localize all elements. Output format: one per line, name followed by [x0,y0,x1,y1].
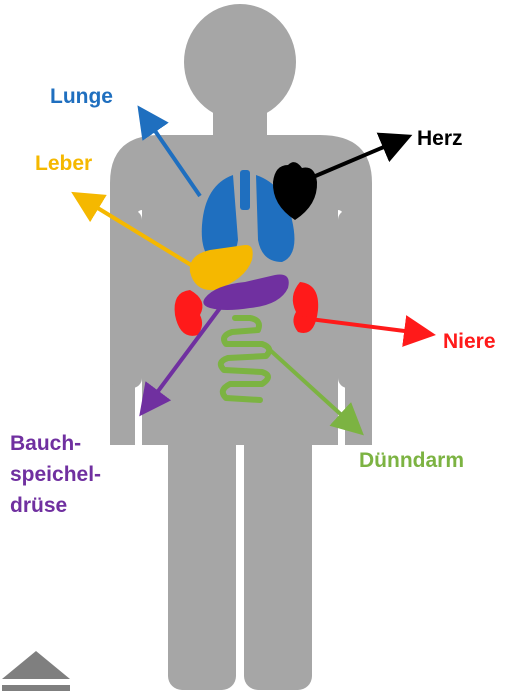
label-niere: Niere [443,329,496,355]
label-bauch-line-1: Bauch- [10,428,101,459]
label-herz: Herz [417,126,463,152]
label-bauch-line-3: drüse [10,490,101,521]
label-bauch-line-2: speichel- [10,459,101,490]
label-duenndarm: Dünndarm [359,448,464,474]
right-leg [244,430,312,690]
label-lunge: Lunge [50,84,113,110]
triangle-up-icon[interactable] [0,649,72,693]
head [184,4,296,120]
left-leg [168,430,236,690]
right-arm [338,210,372,388]
label-bauchspeicheldruese: Bauch- speichel- drüse [10,428,101,521]
left-arm [110,210,142,388]
label-leber: Leber [35,151,92,177]
trachea [240,170,250,210]
neck [213,110,267,138]
